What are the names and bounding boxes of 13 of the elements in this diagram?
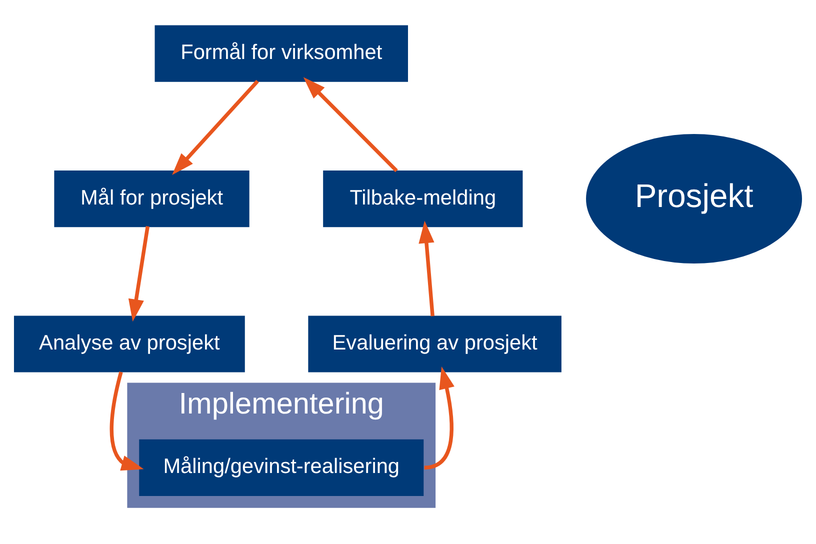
arrow <box>424 366 454 469</box>
node-box: Formål for virksomhet <box>154 24 408 82</box>
node-box: Tilbake-melding <box>323 170 523 227</box>
arrow <box>110 371 144 470</box>
arrow <box>128 226 150 322</box>
node-box: Måling/gevinst-realisering <box>139 438 424 496</box>
arrow <box>418 220 434 316</box>
node-ellipse: Prosjekt <box>586 133 802 264</box>
arrow <box>303 76 398 172</box>
arrow <box>172 79 259 175</box>
node-box: Evaluering av prosjekt <box>308 315 562 372</box>
node-box: Analyse av prosjekt <box>14 315 245 372</box>
node-box: Mål for prosjekt <box>54 170 250 227</box>
